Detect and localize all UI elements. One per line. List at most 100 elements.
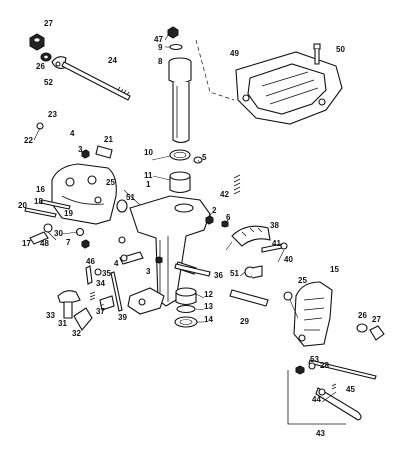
part-27-nut xyxy=(29,33,45,51)
callout-36: 36 xyxy=(214,271,223,280)
part-49-bracket xyxy=(235,51,343,125)
part-38-cam xyxy=(231,225,271,247)
part-24-rod xyxy=(61,61,131,101)
callout-11: 11 xyxy=(144,171,153,180)
part-4-screw-c xyxy=(120,254,128,262)
part-29-tube xyxy=(229,289,269,307)
callout-51: 51 xyxy=(126,193,135,202)
callout-19: 19 xyxy=(64,209,73,218)
callout-44: 44 xyxy=(312,395,321,404)
part-11-bushing xyxy=(169,171,191,194)
part-40-shaft xyxy=(261,242,288,253)
callout-18: 18 xyxy=(34,197,43,206)
callout-8: 8 xyxy=(158,57,163,66)
dashed-leader-49 xyxy=(195,39,235,101)
callout-2: 2 xyxy=(212,206,217,215)
callout-26b: 26 xyxy=(358,311,367,320)
callout-27: 27 xyxy=(44,19,53,28)
callout-31: 31 xyxy=(58,319,67,328)
callout-12: 12 xyxy=(204,290,213,299)
callout-27b: 27 xyxy=(372,315,381,324)
callout-6: 6 xyxy=(226,213,231,222)
callout-13: 13 xyxy=(204,302,213,311)
part-18-bolt xyxy=(40,199,71,210)
part-50-bolt xyxy=(313,43,321,65)
callout-40: 40 xyxy=(284,255,293,264)
part-27-knob xyxy=(369,325,385,341)
callout-48: 48 xyxy=(40,239,49,248)
callout-3: 3 xyxy=(78,145,83,154)
callout-52: 52 xyxy=(44,78,53,87)
part-13-washer xyxy=(176,304,196,314)
callout-43: 43 xyxy=(316,429,325,438)
callout-14: 14 xyxy=(204,315,213,324)
callout-51b: 51 xyxy=(230,269,239,278)
callout-20: 20 xyxy=(18,201,27,210)
callout-3b: 3 xyxy=(146,267,151,276)
callout-4b: 4 xyxy=(114,259,119,268)
callout-32: 32 xyxy=(72,329,81,338)
part-31-knob xyxy=(63,301,73,319)
part-51-bushing-b xyxy=(244,265,263,279)
callout-17: 17 xyxy=(22,239,31,248)
part-39-link-rod xyxy=(110,271,123,312)
part-8-steering-tube xyxy=(168,57,192,144)
part-46-pin xyxy=(85,265,93,285)
callout-22: 22 xyxy=(24,136,33,145)
callout-53: 53 xyxy=(310,355,319,364)
callout-47: 47 xyxy=(154,35,163,44)
part-43-handle-assembly xyxy=(287,370,362,425)
callout-26: 26 xyxy=(36,62,45,71)
callout-42: 42 xyxy=(220,190,229,199)
callout-37: 37 xyxy=(96,307,105,316)
callout-1: 1 xyxy=(146,180,151,189)
callout-49: 49 xyxy=(230,49,239,58)
part-32-handle xyxy=(73,307,93,331)
callout-25: 25 xyxy=(106,178,115,187)
part-3-screw-b xyxy=(155,256,163,264)
part-45-spring xyxy=(331,383,337,390)
callout-5: 5 xyxy=(202,153,207,162)
part-42-spring xyxy=(233,174,241,195)
callout-39: 39 xyxy=(118,313,127,322)
callout-34: 34 xyxy=(96,279,105,288)
part-25-washer xyxy=(283,291,293,301)
part-7-nut xyxy=(81,239,90,249)
part-1-clamp-bracket xyxy=(119,195,211,307)
part-51-bushing-a xyxy=(116,199,128,213)
part-21-pin xyxy=(95,145,113,159)
part-4-screw-b xyxy=(118,236,126,244)
callout-33: 33 xyxy=(46,311,55,320)
callout-46: 46 xyxy=(86,257,95,266)
part-26-washer-b xyxy=(356,323,368,333)
part-17-lever xyxy=(29,231,49,245)
callout-38: 38 xyxy=(270,221,279,230)
callout-24: 24 xyxy=(108,56,117,65)
part-33-lever xyxy=(57,290,81,304)
part-28-screw-rod xyxy=(308,359,377,380)
part-23-screw xyxy=(36,122,44,130)
callout-9: 9 xyxy=(158,43,163,52)
callout-29: 29 xyxy=(240,317,249,326)
part-35-washer xyxy=(94,268,102,276)
callout-labels: 1 2 3 3 4 4 5 6 7 8 9 10 11 12 13 14 15 … xyxy=(18,19,381,438)
callout-16: 16 xyxy=(36,185,45,194)
part-12-bushing xyxy=(175,287,197,306)
callout-7: 7 xyxy=(66,238,71,247)
part-9-washer xyxy=(169,43,183,51)
part-14-seal xyxy=(174,316,198,328)
callout-30: 30 xyxy=(54,229,63,238)
part-34-spring xyxy=(89,291,96,301)
part-53-nut xyxy=(295,365,305,375)
part-15-clamp-bracket xyxy=(293,281,333,347)
callout-10: 10 xyxy=(144,148,153,157)
part-3-screw-a xyxy=(81,149,90,159)
callout-35: 35 xyxy=(102,269,111,278)
part-37-plate xyxy=(99,295,115,311)
callout-41: 41 xyxy=(272,239,281,248)
leader-lines xyxy=(33,31,337,403)
callout-23: 23 xyxy=(48,110,57,119)
part-48-spacer xyxy=(43,223,53,233)
part-6-bolt xyxy=(221,220,229,228)
